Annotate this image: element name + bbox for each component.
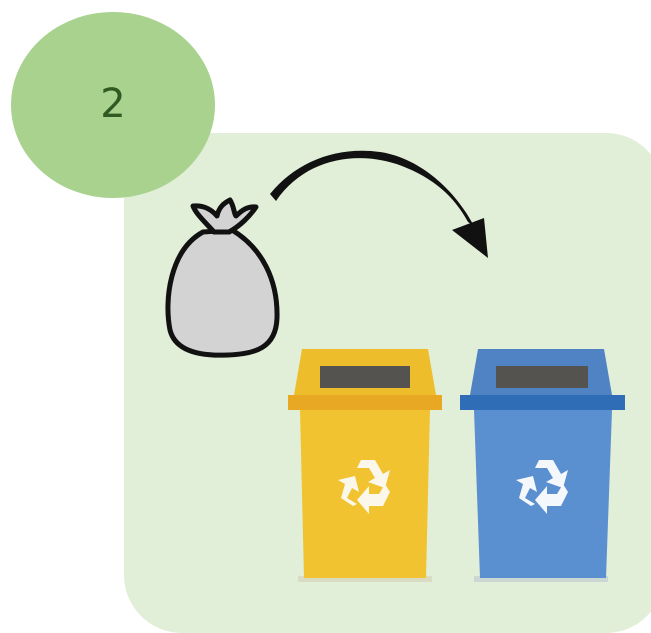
blue-recycle-bin-icon <box>460 349 625 582</box>
garbage-bag-icon <box>168 200 277 355</box>
recycling-illustration <box>0 0 651 614</box>
yellow-recycle-bin-icon <box>288 349 442 582</box>
curved-arrow-icon <box>270 151 488 258</box>
